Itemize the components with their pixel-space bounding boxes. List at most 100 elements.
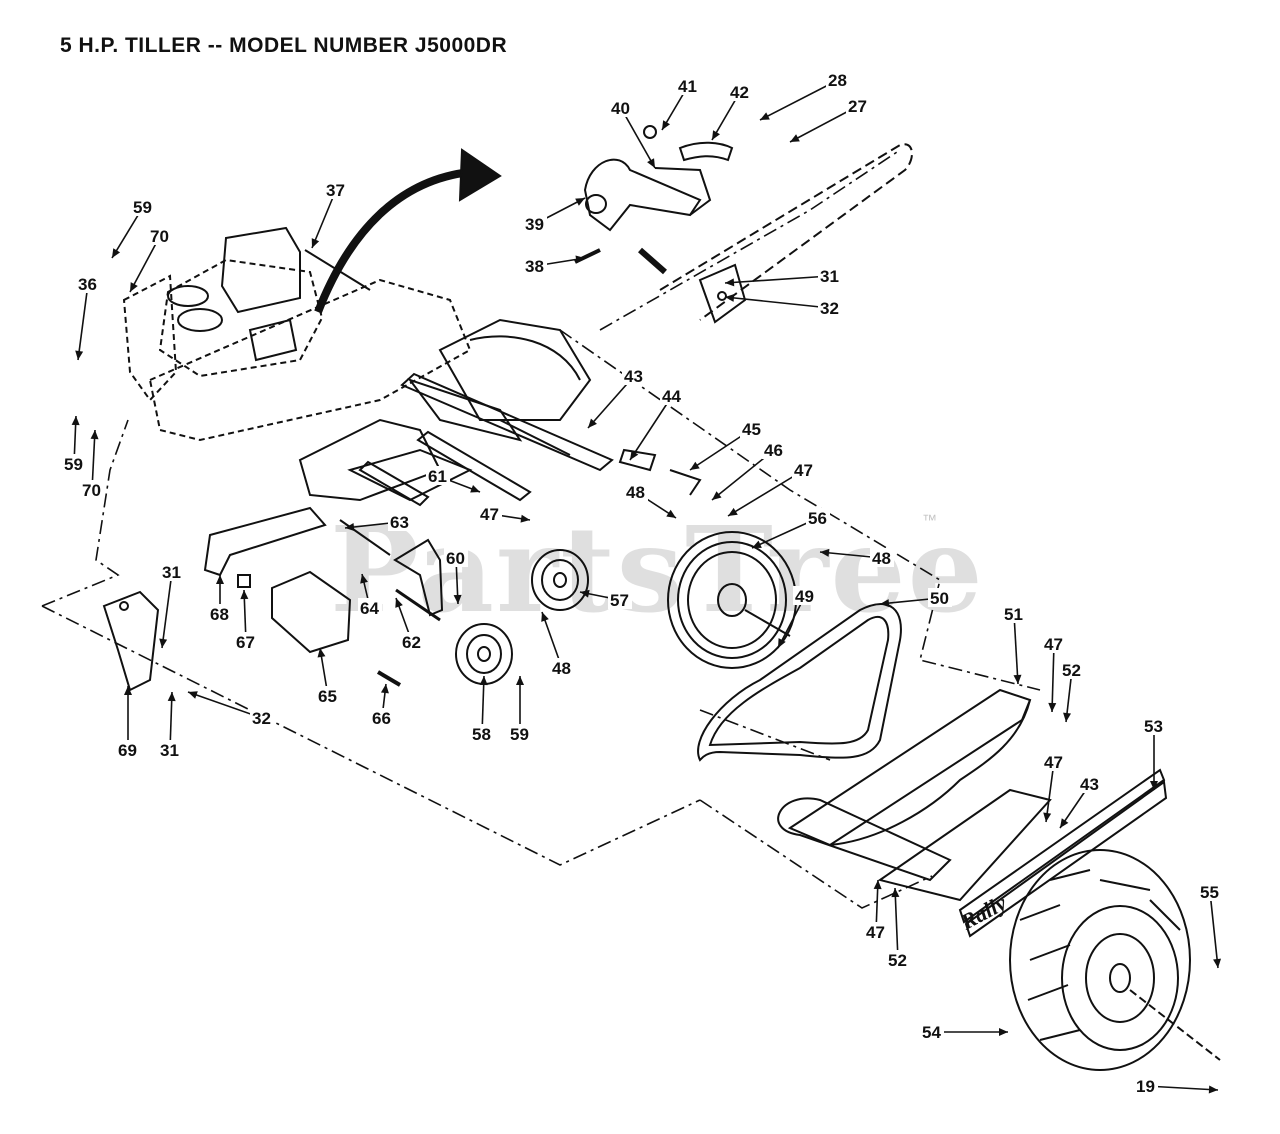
v-belt [697, 603, 902, 762]
arrowhead-64 [360, 574, 368, 584]
callout-47a: 47 [727, 460, 816, 517]
callout-54: 54 [920, 1022, 1008, 1042]
arrowhead-42 [712, 130, 720, 140]
part-number-label: 44 [662, 387, 681, 406]
arrowhead-39 [575, 198, 585, 206]
leader-line-51 [1013, 613, 1019, 685]
part-number-label: 47 [480, 505, 499, 524]
callout-43b: 43 [1059, 774, 1102, 829]
belt-shield [271, 570, 352, 654]
part-number-label: 69 [118, 741, 137, 760]
arrowhead-45 [690, 461, 700, 470]
arrowhead-48c [541, 612, 549, 622]
callout-66: 66 [370, 683, 394, 728]
callout-58: 58 [470, 675, 494, 744]
arrowhead-47c [1048, 702, 1057, 712]
leader-line-40 [620, 107, 656, 169]
part-number-label: 31 [160, 741, 179, 760]
part-number-label: 48 [552, 659, 571, 678]
drive-cover-plate [698, 263, 747, 324]
callout-31b: 31 [159, 562, 184, 649]
part-number-label: 48 [626, 483, 645, 502]
tiller-frame [148, 278, 592, 502]
callout-48a: 48 [624, 482, 677, 519]
leader-line-31b [161, 571, 173, 649]
mounting-bracket [203, 506, 327, 577]
callout-67: 67 [234, 589, 258, 652]
part-number-label: 59 [510, 725, 529, 744]
part-number-label: 62 [402, 633, 421, 652]
part-number-label: 60 [446, 549, 465, 568]
part-number-label: 47 [794, 461, 813, 480]
leader-line-32a [724, 296, 831, 309]
part-number-label: 70 [150, 227, 169, 246]
part-number-label: 42 [730, 83, 749, 102]
arrowhead-61 [470, 485, 480, 493]
callout-49: 49 [777, 586, 817, 649]
arrowhead-49 [778, 638, 786, 648]
arrowhead-32a [725, 293, 735, 302]
part-number-label: 59 [133, 198, 152, 217]
part-number-label: 52 [1062, 661, 1081, 680]
callout-27: 27 [789, 96, 870, 143]
arrowhead-55 [1213, 958, 1222, 968]
part-number-label: 61 [428, 467, 447, 486]
part-number-label: 31 [162, 563, 181, 582]
arrowhead-69 [124, 686, 132, 695]
callout-37: 37 [311, 180, 348, 249]
callout-50: 50 [879, 588, 952, 608]
arrowhead-38 [575, 255, 585, 264]
arrowhead-47d [1043, 812, 1052, 822]
part-number-label: 64 [360, 599, 379, 618]
callout-70a: 70 [129, 226, 172, 293]
leader-line-44 [629, 395, 673, 461]
diagram-title: 5 H.P. TILLER -- MODEL NUMBER J5000DR [60, 34, 508, 57]
callout-52b: 52 [886, 887, 910, 970]
arrowhead-58 [479, 676, 488, 686]
arrowhead-37 [311, 238, 320, 248]
part-number-label: 47 [1044, 635, 1063, 654]
part-number-label: 59 [64, 455, 83, 474]
arrowhead-70b [90, 430, 99, 440]
arrowhead-54 [999, 1028, 1008, 1036]
small-pulley [531, 549, 589, 611]
arrowhead-59a [112, 248, 121, 258]
part-number-label: 36 [78, 275, 97, 294]
arrowhead-59b [71, 416, 80, 426]
arrowhead-67 [240, 590, 249, 600]
callout-44: 44 [629, 386, 684, 461]
callout-32b: 32 [187, 691, 274, 728]
part-number-label: 37 [326, 181, 345, 200]
callout-59a: 59 [111, 197, 155, 259]
arrowhead-47a [728, 507, 738, 516]
part-number-label: 63 [390, 513, 409, 532]
leader-line-32b [187, 691, 263, 719]
callout-63: 63 [344, 512, 412, 532]
part-number-label: 32 [252, 709, 271, 728]
leader-line-28 [759, 79, 839, 121]
part-number-label: 53 [1144, 717, 1163, 736]
callout-69: 69 [116, 686, 140, 760]
callout-47b: 47 [478, 504, 531, 524]
rear-flap [958, 768, 1168, 938]
callout-55: 55 [1198, 882, 1222, 969]
arrowhead-47e [873, 880, 882, 890]
callout-52a: 52 [1060, 660, 1084, 723]
arrowhead-59c [516, 676, 524, 685]
part-number-label: 19 [1136, 1077, 1155, 1096]
callout-32a: 32 [724, 293, 842, 318]
tine-hood [777, 688, 1052, 902]
arrowhead-57 [580, 589, 590, 598]
arrowhead-43b [1060, 818, 1069, 828]
arrowhead-65 [317, 648, 326, 658]
callout-45: 45 [689, 419, 764, 471]
callout-48b: 48 [819, 548, 894, 568]
part-number-label: 27 [848, 97, 867, 116]
leader-line-47a [727, 469, 805, 517]
part-number-label: 48 [872, 549, 891, 568]
callout-41: 41 [661, 76, 700, 131]
callout-28: 28 [759, 70, 850, 121]
arrowhead-48a [666, 509, 676, 518]
